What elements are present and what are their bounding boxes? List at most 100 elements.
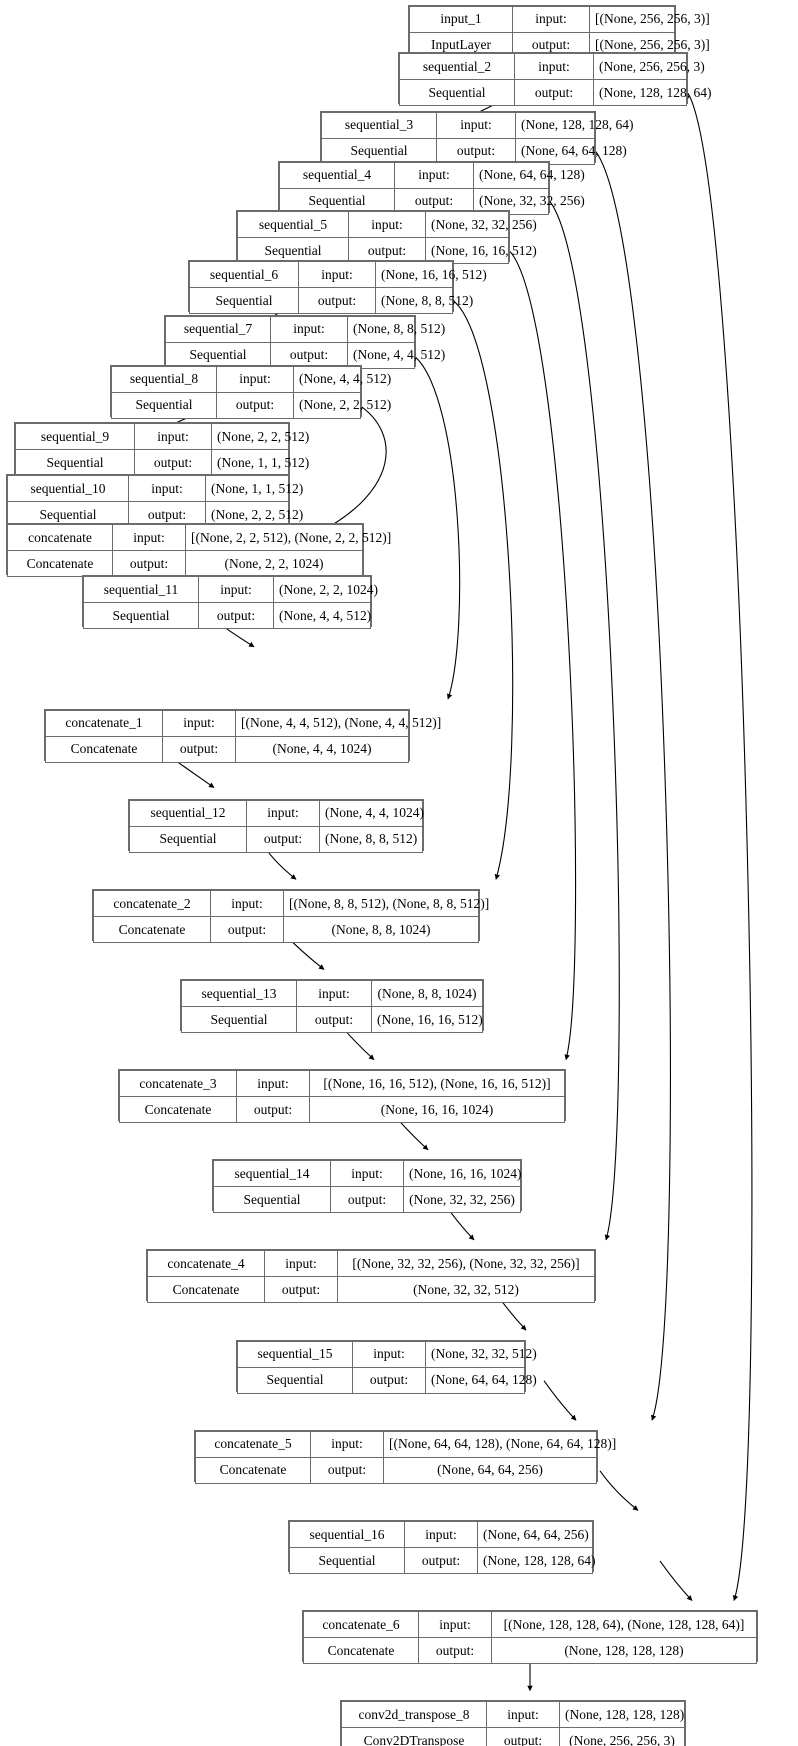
node-name: sequential_15 bbox=[237, 1340, 353, 1368]
node-output-label: output: bbox=[486, 1727, 560, 1746]
node-input-label: input: bbox=[512, 5, 590, 33]
node-output-shape: (None, 32, 32, 256) bbox=[403, 1186, 521, 1214]
node-name: concatenate_1 bbox=[45, 709, 163, 737]
node-output-label: output: bbox=[264, 1276, 338, 1304]
node-output-shape: (None, 8, 8, 512) bbox=[319, 825, 423, 853]
node-output-shape: (None, 4, 4, 512) bbox=[273, 601, 371, 629]
node-output-shape: (None, 16, 16, 512) bbox=[425, 237, 537, 265]
node-input-label: input: bbox=[348, 211, 426, 239]
node-output-label: output: bbox=[198, 601, 274, 629]
edge-sequential_3-to-concatenate_5 bbox=[595, 151, 671, 1421]
node-input-shape: [(None, 16, 16, 512), (None, 16, 16, 512… bbox=[309, 1070, 565, 1098]
node-input-label: input: bbox=[352, 1340, 426, 1368]
node-type: Sequential bbox=[399, 79, 515, 107]
node-output-shape: (None, 64, 64, 256) bbox=[383, 1456, 597, 1484]
node-output-shape: (None, 128, 128, 128) bbox=[491, 1636, 757, 1664]
node-output-label: output: bbox=[394, 187, 474, 215]
node-input-shape: (None, 256, 256, 3) bbox=[593, 53, 705, 81]
node-input-shape: [(None, 4, 4, 512), (None, 4, 4, 512)] bbox=[235, 709, 441, 737]
node-output-label: output: bbox=[216, 391, 294, 419]
node-output-label: output: bbox=[270, 341, 348, 369]
node-input-label: input: bbox=[162, 709, 236, 737]
node-output-shape: (None, 256, 256, 3) bbox=[559, 1727, 685, 1746]
node-output-label: output: bbox=[296, 1005, 372, 1033]
node-name: input_1 bbox=[409, 5, 513, 33]
node-name: sequential_14 bbox=[213, 1160, 331, 1188]
node-input-shape: [(None, 256, 256, 3)] bbox=[589, 5, 710, 33]
edge-sequential_5-to-concatenate_3 bbox=[509, 251, 577, 1061]
node-output-label: output: bbox=[134, 449, 212, 477]
node-type: Sequential bbox=[129, 825, 247, 853]
node-input-label: input: bbox=[198, 575, 274, 603]
node-name: concatenate_3 bbox=[119, 1070, 237, 1098]
node-input-shape: (None, 32, 32, 512) bbox=[425, 1340, 537, 1368]
node-input-shape: (None, 128, 128, 128) bbox=[559, 1701, 685, 1729]
node-output-shape: (None, 4, 4, 1024) bbox=[235, 735, 409, 763]
node-input-label: input: bbox=[128, 475, 206, 503]
node-input-label: input: bbox=[394, 161, 474, 189]
node-input-shape: (None, 2, 2, 1024) bbox=[273, 575, 378, 603]
edge-sequential_15-to-concatenate_5 bbox=[543, 1380, 577, 1421]
edge-sequential_2-to-concatenate_6 bbox=[687, 93, 753, 1602]
node-name: sequential_5 bbox=[237, 211, 349, 239]
node-input-shape: [(None, 64, 64, 128), (None, 64, 64, 128… bbox=[383, 1430, 616, 1458]
node-input-label: input: bbox=[486, 1701, 560, 1729]
node-name: sequential_11 bbox=[83, 575, 199, 603]
node-type: Concatenate bbox=[45, 735, 163, 763]
node-type: Concatenate bbox=[119, 1096, 237, 1124]
node-output-label: output: bbox=[418, 1636, 492, 1664]
node-output-label: output: bbox=[310, 1456, 384, 1484]
node-output-shape: (None, 32, 32, 512) bbox=[337, 1276, 595, 1304]
node-name: sequential_12 bbox=[129, 799, 247, 827]
node-input-label: input: bbox=[514, 53, 594, 81]
node-output-shape: (None, 1, 1, 512) bbox=[211, 449, 309, 477]
node-input-shape: (None, 64, 64, 256) bbox=[477, 1520, 593, 1548]
node-type: Sequential bbox=[189, 287, 299, 315]
node-type: Concatenate bbox=[7, 550, 113, 578]
node-output-shape: (None, 128, 128, 64) bbox=[593, 79, 711, 107]
node-input-shape: (None, 128, 128, 64) bbox=[515, 111, 633, 139]
node-output-shape: (None, 2, 2, 1024) bbox=[185, 550, 363, 578]
node-type: Concatenate bbox=[303, 1636, 419, 1664]
node-type: Concatenate bbox=[147, 1276, 265, 1304]
node-input-label: input: bbox=[296, 979, 372, 1007]
node-name: sequential_16 bbox=[289, 1520, 405, 1548]
edge-sequential_16-to-concatenate_6 bbox=[659, 1560, 693, 1601]
node-input-shape: [(None, 32, 32, 256), (None, 32, 32, 256… bbox=[337, 1250, 595, 1278]
node-input-shape: (None, 32, 32, 256) bbox=[425, 211, 537, 239]
node-output-label: output: bbox=[210, 915, 284, 943]
node-output-shape: (None, 64, 64, 128) bbox=[425, 1366, 537, 1394]
node-input-label: input: bbox=[210, 889, 284, 917]
node-output-label: output: bbox=[404, 1546, 478, 1574]
node-type: Conv2DTranspose bbox=[341, 1727, 487, 1746]
node-output-shape: (None, 16, 16, 1024) bbox=[309, 1096, 565, 1124]
edge-concatenate_5-to-sequential_16 bbox=[599, 1470, 639, 1511]
node-name: sequential_3 bbox=[321, 111, 437, 139]
node-input-label: input: bbox=[404, 1520, 478, 1548]
